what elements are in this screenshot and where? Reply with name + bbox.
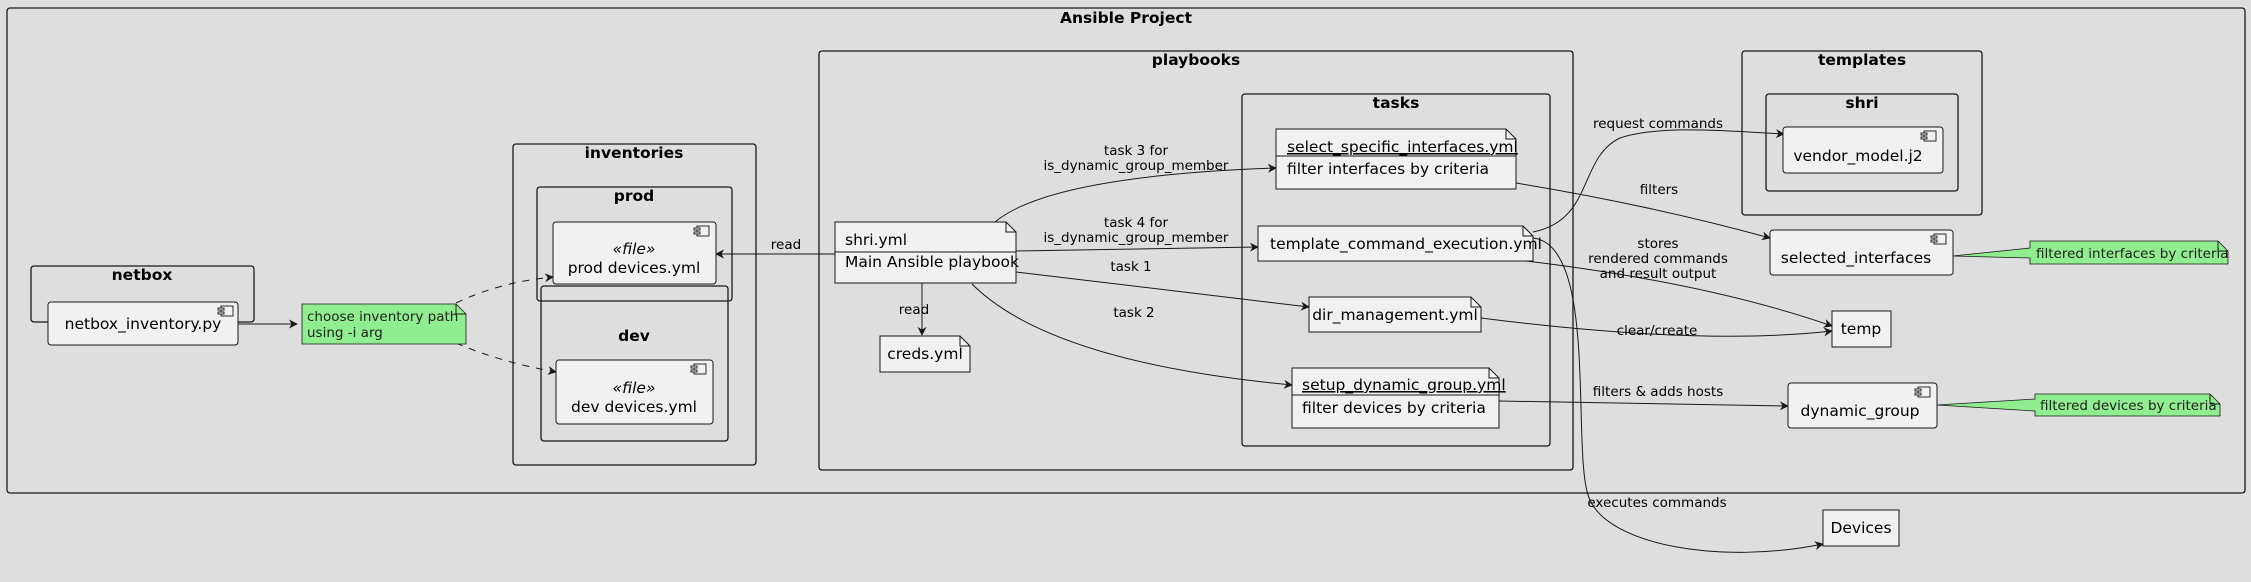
file-label-template-cmd: template_command_execution.yml [1270, 235, 1542, 254]
file-label-creds: creds.yml [887, 345, 963, 363]
rect-devices[interactable]: Devices [1822, 509, 1900, 547]
package-playbooks: playbooks [818, 50, 1574, 471]
package-prod: prod [536, 186, 733, 302]
component-dynamic-group[interactable]: dynamic_group [1787, 382, 1938, 429]
edges [238, 129, 1833, 553]
file-label-dir: dir_management.yml [1312, 306, 1478, 325]
edge-template-to-vendor [1532, 129, 1785, 233]
label-request-commands: request commands [1593, 116, 1723, 132]
edge-labels: read read task 3 for is_dynamic_group_me… [771, 116, 1728, 511]
file-shri-yml[interactable]: shri.yml Main Ansible playbook [834, 221, 1019, 284]
package-title-prod: prod [614, 187, 654, 205]
edge-setup-to-dynamic [1498, 400, 1789, 411]
component-selected-interfaces[interactable]: selected_interfaces [1769, 229, 1954, 276]
component-label-prod-devices: prod devices.yml [568, 259, 701, 277]
package-title-tasks: tasks [1373, 94, 1420, 112]
component-vendor-model[interactable]: vendor_model.j2 [1782, 126, 1944, 174]
package-title-project: Ansible Project [1060, 9, 1193, 27]
edge-shri-to-setup [971, 283, 1293, 389]
file-desc-shri: Main Ansible playbook [845, 253, 1019, 271]
package-title-playbooks: playbooks [1152, 51, 1240, 69]
note-filtered-devices: filtered devices by criteria [1936, 393, 2221, 417]
label-task4-line2: is_dynamic_group_member [1044, 230, 1229, 246]
rect-temp[interactable]: temp [1831, 310, 1892, 348]
component-label-dynamic-group: dynamic_group [1800, 402, 1919, 421]
package-title-netbox: netbox [112, 266, 173, 284]
file-creds-yml[interactable]: creds.yml [879, 335, 971, 373]
note-filtered-interfaces: filtered interfaces by criteria [1952, 240, 2229, 265]
component-prod-devices[interactable]: «file» prod devices.yml [552, 221, 717, 285]
component-dev-devices[interactable]: «file» dev devices.yml [555, 359, 714, 425]
edge-template-to-devices [1532, 237, 1824, 553]
rect-label-devices: Devices [1830, 519, 1891, 537]
edge-shri-to-select [994, 163, 1277, 223]
file-dir-management[interactable]: dir_management.yml [1308, 296, 1482, 333]
label-filters-adds: filters & adds hosts [1593, 384, 1723, 400]
note-devices-text: filtered devices by criteria [2040, 398, 2217, 414]
component-label-vendor-model: vendor_model.j2 [1793, 147, 1922, 166]
package-templates: templates [1741, 50, 1983, 216]
file-title-select: select_specific_interfaces.yml [1287, 138, 1518, 157]
file-setup-dynamic-group[interactable]: setup_dynamic_group.yml filter devices b… [1291, 367, 1506, 429]
label-clear-create: clear/create [1617, 323, 1698, 339]
component-label-dev-devices: dev devices.yml [571, 398, 697, 416]
package-ansible-project: Ansible Project [6, 7, 2246, 494]
rect-label-temp: temp [1841, 320, 1882, 338]
label-task3-line2: is_dynamic_group_member [1044, 158, 1229, 174]
package-title-templates: templates [1818, 51, 1906, 69]
label-stores-line2: rendered commands [1588, 251, 1728, 267]
package-tasks: tasks [1241, 93, 1551, 447]
edge-shri-to-dir [1015, 271, 1310, 311]
component-label-netbox-inventory: netbox_inventory.py [65, 315, 222, 334]
label-read-inventory: read [771, 237, 801, 253]
package-title-dev: dev [618, 327, 650, 345]
package-title-shri: shri [1845, 94, 1878, 112]
note-inventory-path: choose inventory path using -i arg [301, 303, 467, 345]
label-stores-line1: stores [1637, 236, 1678, 252]
edge-shri-to-template [1015, 242, 1259, 252]
stereotype-dev: «file» [613, 379, 656, 397]
note-interfaces-text: filtered interfaces by criteria [2036, 246, 2229, 262]
label-task4-line1: task 4 for [1104, 215, 1169, 231]
label-executes: executes commands [1587, 495, 1726, 511]
label-filters: filters [1640, 182, 1678, 198]
package-shri: shri [1765, 93, 1959, 192]
file-title-setup: setup_dynamic_group.yml [1302, 376, 1506, 395]
package-title-inventories: inventories [585, 144, 684, 162]
note-inventory-line2: using -i arg [307, 325, 383, 341]
edge-dir-to-temp [1480, 317, 1833, 337]
stereotype-prod: «file» [613, 240, 656, 258]
edge-select-to-selected [1515, 182, 1771, 241]
label-task2: task 2 [1113, 305, 1154, 321]
note-inventory-line1: choose inventory path [307, 309, 458, 325]
file-title-shri: shri.yml [845, 231, 907, 249]
label-task1: task 1 [1110, 259, 1151, 275]
label-task3-line1: task 3 for [1104, 143, 1169, 159]
file-template-command-execution[interactable]: template_command_execution.yml [1257, 225, 1542, 262]
package-dev: dev [540, 285, 729, 442]
file-desc-select: filter interfaces by criteria [1287, 160, 1489, 178]
component-label-selected-interfaces: selected_interfaces [1781, 249, 1931, 268]
component-netbox-inventory[interactable]: netbox_inventory.py [47, 301, 239, 346]
package-inventories: inventories [512, 143, 757, 466]
edge-template-to-temp [1499, 257, 1833, 328]
file-select-specific-interfaces[interactable]: select_specific_interfaces.yml filter in… [1275, 128, 1518, 190]
edge-note-to-prod [455, 273, 554, 304]
label-read-creds: read [899, 302, 929, 318]
label-stores-line3: and result output [1600, 266, 1717, 282]
file-desc-setup: filter devices by criteria [1302, 399, 1486, 417]
